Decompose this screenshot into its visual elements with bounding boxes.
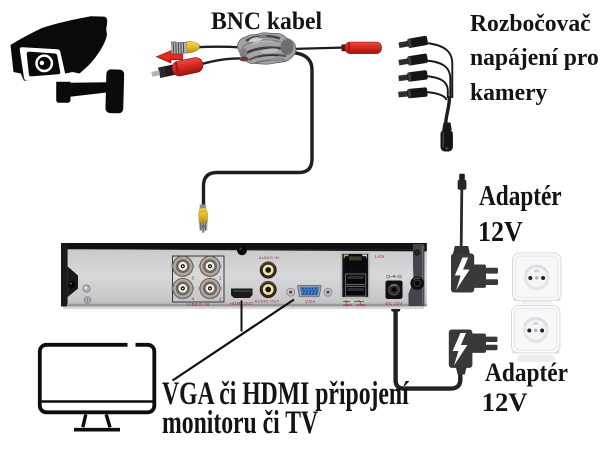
- svg-text:VGA: VGA: [305, 299, 316, 304]
- svg-text:AUDIO OUT: AUDIO OUT: [255, 299, 280, 304]
- svg-text:2: 2: [219, 297, 222, 302]
- svg-text:1: 1: [219, 276, 222, 281]
- svg-text:AUDIO IN: AUDIO IN: [259, 255, 279, 260]
- svg-text:3: 3: [192, 276, 195, 281]
- svg-text:DC 12V: DC 12V: [385, 301, 402, 306]
- svg-text:4: 4: [192, 297, 195, 302]
- svg-text:LAN: LAN: [375, 254, 385, 259]
- svg-text:VIDEO IN: VIDEO IN: [186, 302, 209, 307]
